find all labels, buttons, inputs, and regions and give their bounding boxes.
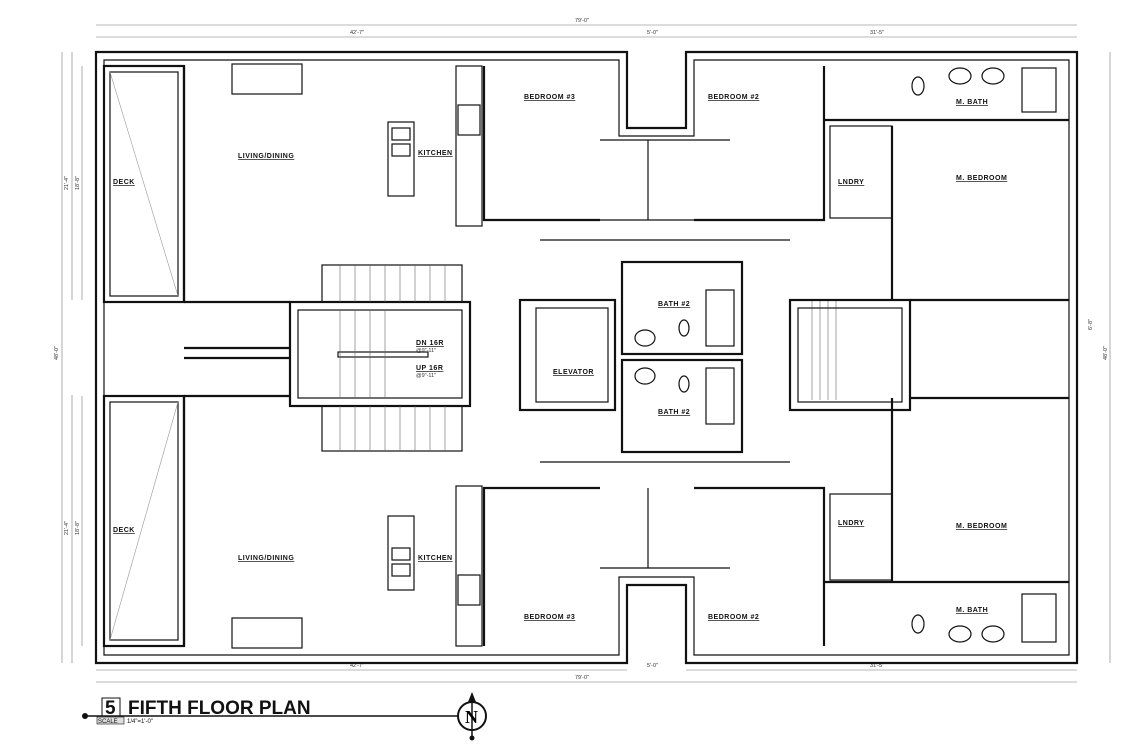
- room-label-bedroom3-bottom: BEDROOM #3: [524, 614, 575, 621]
- room-label-bedroom2-bottom: BEDROOM #2: [708, 614, 759, 621]
- room-label-living-bottom: LIVING/DINING: [238, 555, 294, 562]
- dim-corridor: 6'-8": [1088, 319, 1094, 330]
- room-label-kitchen-top: KITCHEN: [418, 150, 453, 157]
- master-bath-fixtures: [911, 67, 1057, 643]
- dim-deck-inner-top: 18'-8": [75, 176, 81, 190]
- dimension-lines: [61, 24, 1111, 683]
- room-label-mbedroom-bottom: M. BEDROOM: [956, 523, 1007, 530]
- room-label-mbath-bottom: M. BATH: [956, 607, 988, 614]
- dim-gap-top: 5'-0": [647, 30, 658, 36]
- plan-title: FIFTH FLOOR PLAN: [128, 698, 311, 719]
- room-label-bedroom2-top: BEDROOM #2: [708, 94, 759, 101]
- exterior-walls: [94, 50, 1079, 665]
- dim-left-wing-bottom: 42'-7": [350, 663, 364, 669]
- room-label-bath2-bottom: BATH #2: [658, 409, 690, 416]
- dim-depth-right: 48'-0": [1103, 346, 1109, 360]
- stair-down-label: DN 16R: [416, 340, 444, 347]
- interior-walls: [182, 66, 1069, 646]
- room-label-kitchen-bottom: KITCHEN: [418, 555, 453, 562]
- dim-right-wing-bottom: 31'-5": [870, 663, 884, 669]
- right-stair: [788, 298, 912, 412]
- stair-up-label: UP 16R: [416, 365, 443, 372]
- room-label-laundry-top: LNDRY: [838, 179, 864, 186]
- stair-up-rise: @9"-11": [416, 373, 436, 379]
- bath-walls: [620, 260, 744, 454]
- deck-walls: [102, 64, 186, 648]
- dim-deck-inner-bottom: 18'-8": [75, 521, 81, 535]
- dim-gap-bottom: 5'-0": [647, 663, 658, 669]
- room-label-bath2-top: BATH #2: [658, 301, 690, 308]
- dim-deck-bottom: 21'-4": [64, 521, 70, 535]
- north-label: N: [465, 707, 478, 727]
- dim-left-wing-top: 42'-7": [350, 30, 364, 36]
- room-label-deck-top: DECK: [113, 179, 135, 186]
- north-arrow-icon: [457, 692, 487, 741]
- scale-label: SCALE: [98, 719, 118, 725]
- stair-down-rise: @9"-11": [416, 348, 436, 354]
- dim-depth-left: 48'-0": [54, 346, 60, 360]
- room-label-elevator: ELEVATOR: [553, 369, 594, 376]
- room-label-laundry-bottom: LNDRY: [838, 520, 864, 527]
- room-label-deck-bottom: DECK: [113, 527, 135, 534]
- dim-overall-top: 79'-0": [575, 18, 589, 24]
- corridor-walls: [184, 298, 1069, 400]
- room-label-mbedroom-top: M. BEDROOM: [956, 175, 1007, 182]
- dim-deck-top: 21'-4": [64, 176, 70, 190]
- kitchen-fixtures: [231, 63, 483, 649]
- stair-treads: [339, 265, 837, 451]
- plan-number: 5: [105, 698, 116, 719]
- room-label-bedroom3-top: BEDROOM #3: [524, 94, 575, 101]
- room-label-mbath-top: M. BATH: [956, 99, 988, 106]
- center-stair: [288, 264, 472, 452]
- title-block: [82, 697, 458, 725]
- dim-overall-bottom: 79'-0": [575, 675, 589, 681]
- room-label-living-top: LIVING/DINING: [238, 153, 294, 160]
- dim-right-wing-top: 31'-5": [870, 30, 884, 36]
- elevator-shaft: [518, 298, 617, 412]
- scale-value: 1/4"=1'-0": [127, 719, 153, 725]
